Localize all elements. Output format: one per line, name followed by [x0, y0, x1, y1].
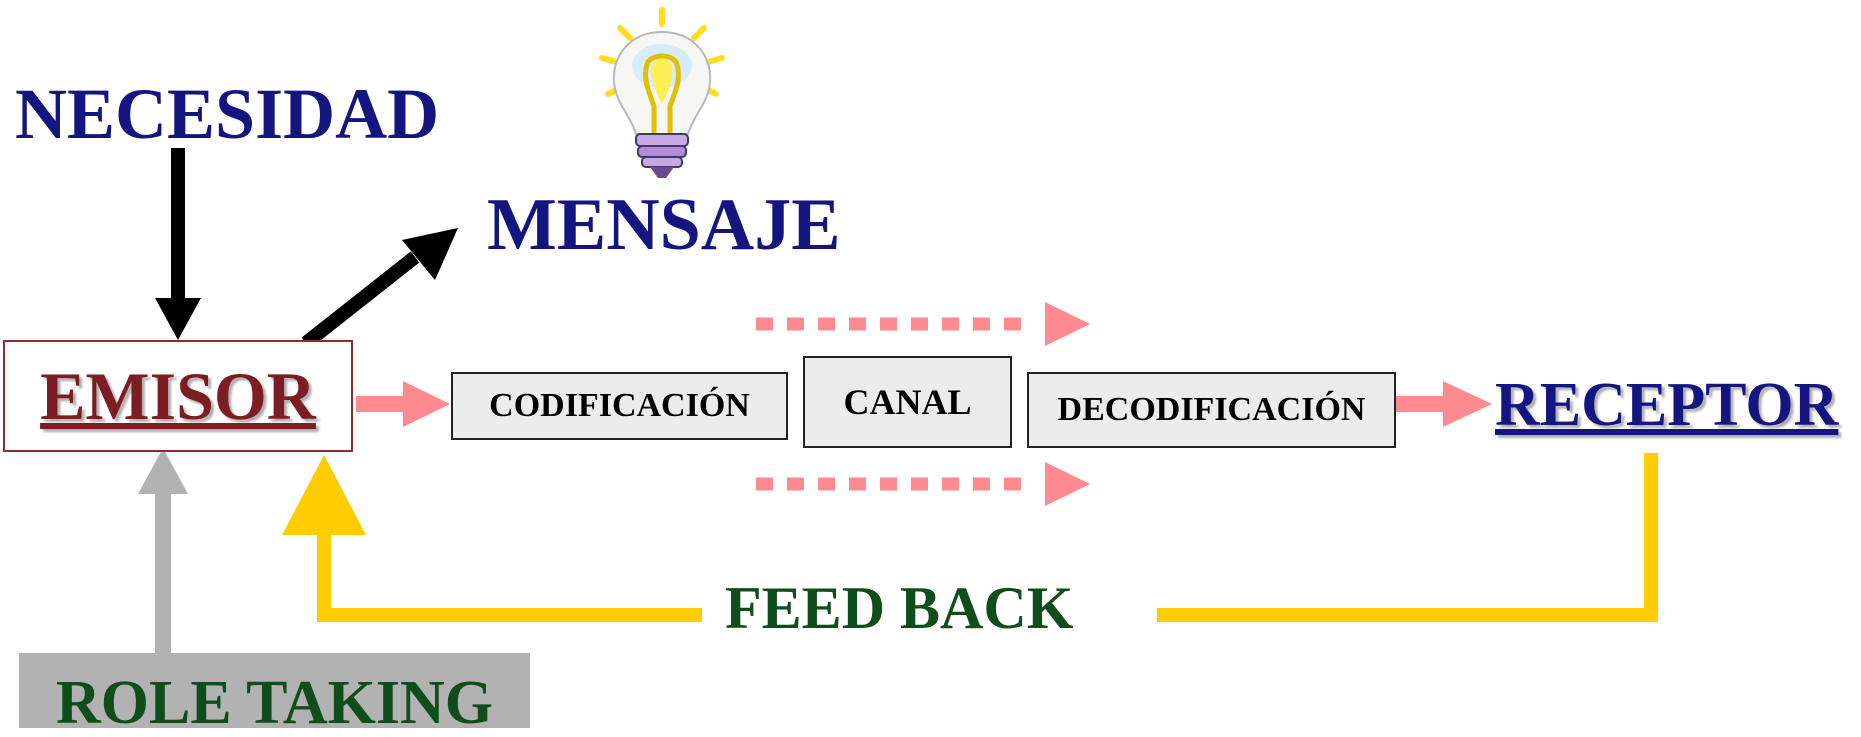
arrow-emisor-mensaje: [301, 228, 458, 349]
arrow-necesidad-emisor: [155, 148, 201, 340]
role-taking-box: ROLE TAKING: [19, 653, 530, 734]
emisor-label: EMISOR: [40, 357, 316, 434]
feedback-label: FEED BACK: [725, 575, 1074, 641]
necesidad-label: NECESIDAD: [15, 74, 440, 154]
arrow-dotted-lower: [756, 462, 1090, 506]
canal-box: CANAL: [803, 356, 1012, 448]
receptor-label: RECEPTOR: [1495, 371, 1839, 439]
mensaje-label: MENSAJE: [487, 184, 841, 266]
arrow-role-taking-emisor: [138, 448, 188, 653]
arrow-emisor-codificacion: [356, 381, 450, 427]
role-taking-label: ROLE TAKING: [56, 669, 493, 737]
decodificacion-box: DECODIFICACIÓN: [1027, 372, 1396, 448]
lightbulb-icon: [599, 7, 725, 178]
arrow-feedback-loop: [282, 453, 1658, 622]
arrow-decodificacion-receptor: [1396, 381, 1492, 427]
emisor-box: EMISOR: [3, 340, 353, 452]
codificacion-box: CODIFICACIÓN: [451, 372, 788, 440]
arrow-dotted-upper: [756, 302, 1090, 346]
